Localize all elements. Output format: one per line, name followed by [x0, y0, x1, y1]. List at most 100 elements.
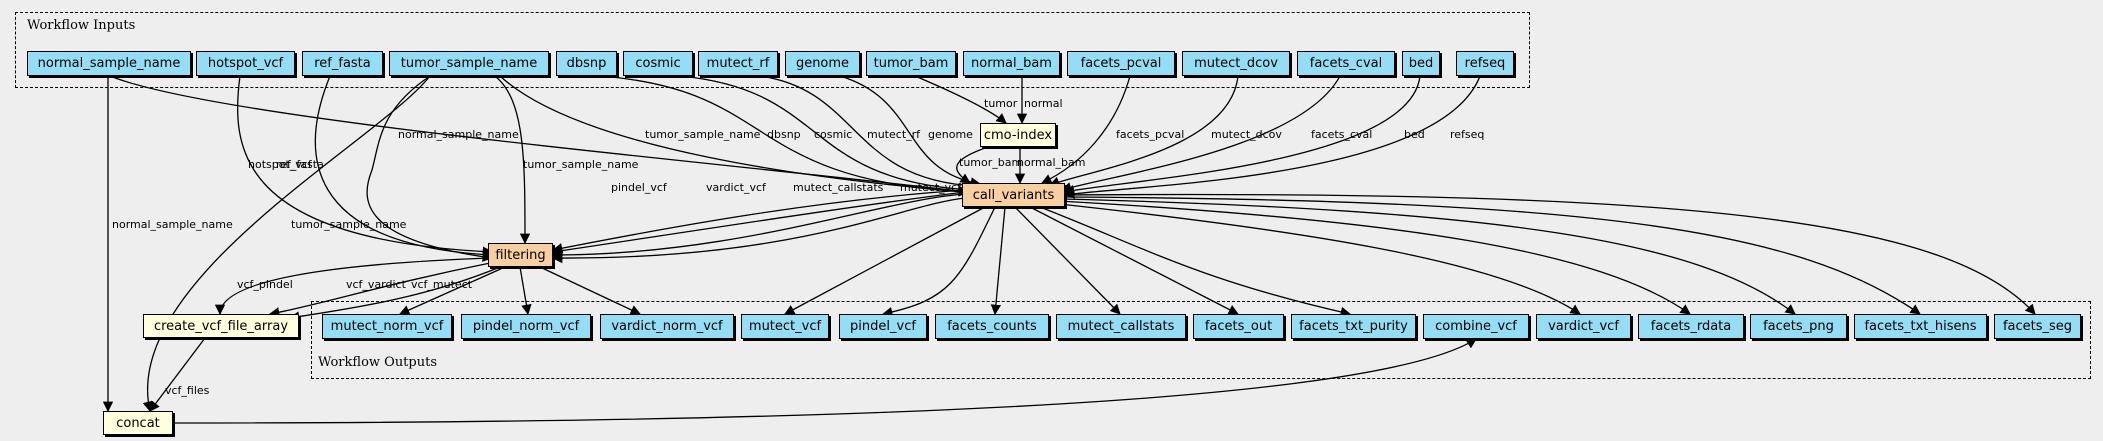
output-facets-png[interactable]: facets_png: [1750, 314, 1847, 339]
edge-tumor-bam-to-cmo-index: [914, 75, 1007, 124]
edge-label-vcf-pindel: vcf_pindel: [237, 278, 293, 291]
edge-filtering-to-create-vcf-vardict: [268, 261, 496, 318]
edge-filtering-to-pindel-norm-vcf: [519, 266, 532, 316]
edge-call-variants-to-facets-txt-purity: [1039, 206, 1352, 318]
edge-label-normal-sample-name-concat: normal_sample_name: [112, 218, 233, 231]
output-mutect-vcf[interactable]: mutect_vcf: [741, 314, 829, 339]
edge-filtering-to-mutect-norm-vcf: [399, 266, 506, 315]
edge-concat-to-combine-vcf: [172, 338, 1477, 424]
edge-call-variants-to-vardict-vcf: [1049, 202, 1581, 315]
edge-call-variants-to-pindel-vcf: [881, 206, 996, 318]
edge-call-variants-to-filtering-pindel: [551, 189, 966, 254]
output-facets-rdata[interactable]: facets_rdata: [1638, 314, 1744, 339]
subworkflow-filtering[interactable]: filtering: [488, 243, 553, 267]
edge-label-pindel-vcf: pindel_vcf: [611, 181, 667, 194]
edge-create-vcf-to-concat: [149, 337, 206, 412]
output-mutect-callstats[interactable]: mutect_callstats: [1056, 314, 1186, 339]
workflow-outputs-cluster: [311, 301, 2091, 379]
workflow-inputs-label: Workflow Inputs: [27, 18, 136, 33]
input-refseq[interactable]: refseq: [1456, 51, 1514, 76]
output-vardict-vcf[interactable]: vardict_vcf: [1536, 314, 1631, 339]
step-concat[interactable]: concat: [103, 411, 173, 435]
edge-filtering-to-vardict-norm-vcf: [539, 266, 641, 315]
input-mutect-dcov[interactable]: mutect_dcov: [1182, 51, 1290, 76]
output-facets-txt-purity[interactable]: facets_txt_purity: [1291, 314, 1416, 339]
input-mutect-rf[interactable]: mutect_rf: [698, 51, 778, 76]
input-genome[interactable]: genome: [785, 51, 860, 76]
edge-label-normal-bam: normal_bam: [1017, 156, 1086, 169]
input-facets-cval[interactable]: facets_cval: [1297, 51, 1395, 76]
input-ref-fasta[interactable]: ref_fasta: [302, 51, 383, 76]
edge-label-vcf-mutect: vcf_mutect: [411, 278, 473, 291]
input-bed[interactable]: bed: [1402, 51, 1440, 76]
edge-label-mutect-rf: mutect_rf: [867, 128, 921, 141]
input-tumor-bam[interactable]: tumor_bam: [866, 51, 956, 76]
output-facets-out[interactable]: facets_out: [1193, 314, 1284, 339]
edge-label-cosmic: cosmic: [814, 128, 853, 141]
edge-call-variants-to-mutect-vcf: [784, 206, 986, 315]
edge-facets-cval-to-call-variants: [1061, 75, 1341, 193]
output-vardict-norm-vcf[interactable]: vardict_norm_vcf: [600, 314, 734, 339]
output-facets-counts[interactable]: facets_counts: [935, 314, 1049, 339]
step-cmo-index[interactable]: cmo-index: [980, 123, 1056, 147]
edge-label-mutect-callstats: mutect_callstats: [793, 181, 884, 194]
input-facets-pcval[interactable]: facets_pcval: [1067, 51, 1175, 76]
edge-bed-to-call-variants: [1063, 75, 1421, 196]
edge-label-facets-cval: facets_cval: [1311, 128, 1373, 141]
output-facets-seg[interactable]: facets_seg: [1994, 314, 2081, 339]
edge-label-genome: genome: [928, 128, 973, 141]
edge-call-variants-to-facets-counts: [990, 206, 1006, 316]
edge-call-variants-to-facets-rdata: [1057, 200, 1691, 315]
edge-tumor-sample-name-to-filtering-a: [494, 75, 531, 245]
edge-hotspot-vcf-to-filtering: [236, 75, 494, 257]
edge-call-variants-to-mutect-callstats: [1014, 206, 1121, 315]
edge-call-variants-to-filtering-vardict: [551, 191, 966, 256]
edge-mutect-dcov-to-call-variants: [1049, 75, 1239, 187]
edge-normal-sample-name-to-call-variants: [109, 75, 970, 197]
edge-label-bed: bed: [1404, 128, 1425, 141]
edge-label-refseq: refseq: [1450, 128, 1485, 141]
workflow-outputs-label: Workflow Outputs: [318, 355, 437, 370]
input-tumor-sample-name[interactable]: tumor_sample_name: [389, 51, 549, 76]
edge-call-variants-to-facets-png: [1061, 198, 1796, 315]
output-facets-txt-hisens[interactable]: facets_txt_hisens: [1854, 314, 1987, 339]
edge-facets-pcval-to-call-variants: [1041, 75, 1131, 184]
output-pindel-norm-vcf[interactable]: pindel_norm_vcf: [461, 314, 591, 339]
edge-label-tumor-sample-name-call: tumor_sample_name: [645, 128, 761, 141]
edge-label-dbsnp: dbsnp: [767, 128, 801, 141]
edge-label-vcf-vardict: vcf_vardict: [346, 278, 406, 291]
output-mutect-norm-vcf[interactable]: mutect_norm_vcf: [322, 314, 452, 339]
edge-label-hotspot-vcf: hotspot_vcf: [248, 158, 312, 171]
edge-ref-fasta-to-filtering: [314, 75, 494, 260]
input-dbsnp[interactable]: dbsnp: [556, 51, 617, 76]
edge-label-normal: normal: [1024, 97, 1063, 110]
edge-label-vcf-files: vcf_files: [165, 384, 210, 397]
output-pindel-vcf[interactable]: pindel_vcf: [839, 314, 927, 339]
edge-genome-to-call-variants: [839, 75, 982, 188]
step-create-vcf-file-array[interactable]: create_vcf_file_array: [143, 314, 299, 338]
edge-cmo-tumor-bam-to-call-variants: [956, 146, 989, 184]
edge-label-vardict-vcf: vardict_vcf: [706, 181, 766, 194]
input-normal-sample-name[interactable]: normal_sample_name: [27, 51, 191, 76]
edge-label-tumor: tumor: [984, 97, 1018, 110]
input-normal-bam[interactable]: normal_bam: [963, 51, 1060, 76]
output-combine-vcf[interactable]: combine_vcf: [1423, 314, 1529, 339]
edge-cosmic-to-call-variants: [679, 75, 974, 195]
edge-label-mutect-vcf: mutect_vcf: [900, 181, 962, 194]
edge-label-normal-sample-name-call: normal_sample_name: [398, 128, 519, 141]
input-hotspot-vcf[interactable]: hotspot_vcf: [196, 51, 295, 76]
edge-dbsnp-to-call-variants: [599, 75, 970, 197]
edge-label-tumor-bam: tumor_bam: [959, 156, 1023, 169]
edge-call-variants-to-facets-out: [1029, 206, 1239, 315]
edge-label-tumor-sample-name-filter-a: tumor_sample_name: [523, 158, 639, 171]
edge-call-variants-to-filtering-callstats: [551, 193, 966, 261]
workflow-inputs-cluster: [15, 12, 1530, 88]
edge-call-variants-to-facets-seg: [1064, 193, 2036, 315]
subworkflow-call-variants[interactable]: call_variants: [962, 183, 1065, 207]
edge-label-mutect-dcov: mutect_dcov: [1211, 128, 1282, 141]
input-cosmic[interactable]: cosmic: [623, 51, 693, 76]
edge-mutect-rf-to-call-variants: [759, 75, 978, 191]
edge-label-tumor-sample-name-filter-b: tumor_sample_name: [291, 218, 407, 231]
